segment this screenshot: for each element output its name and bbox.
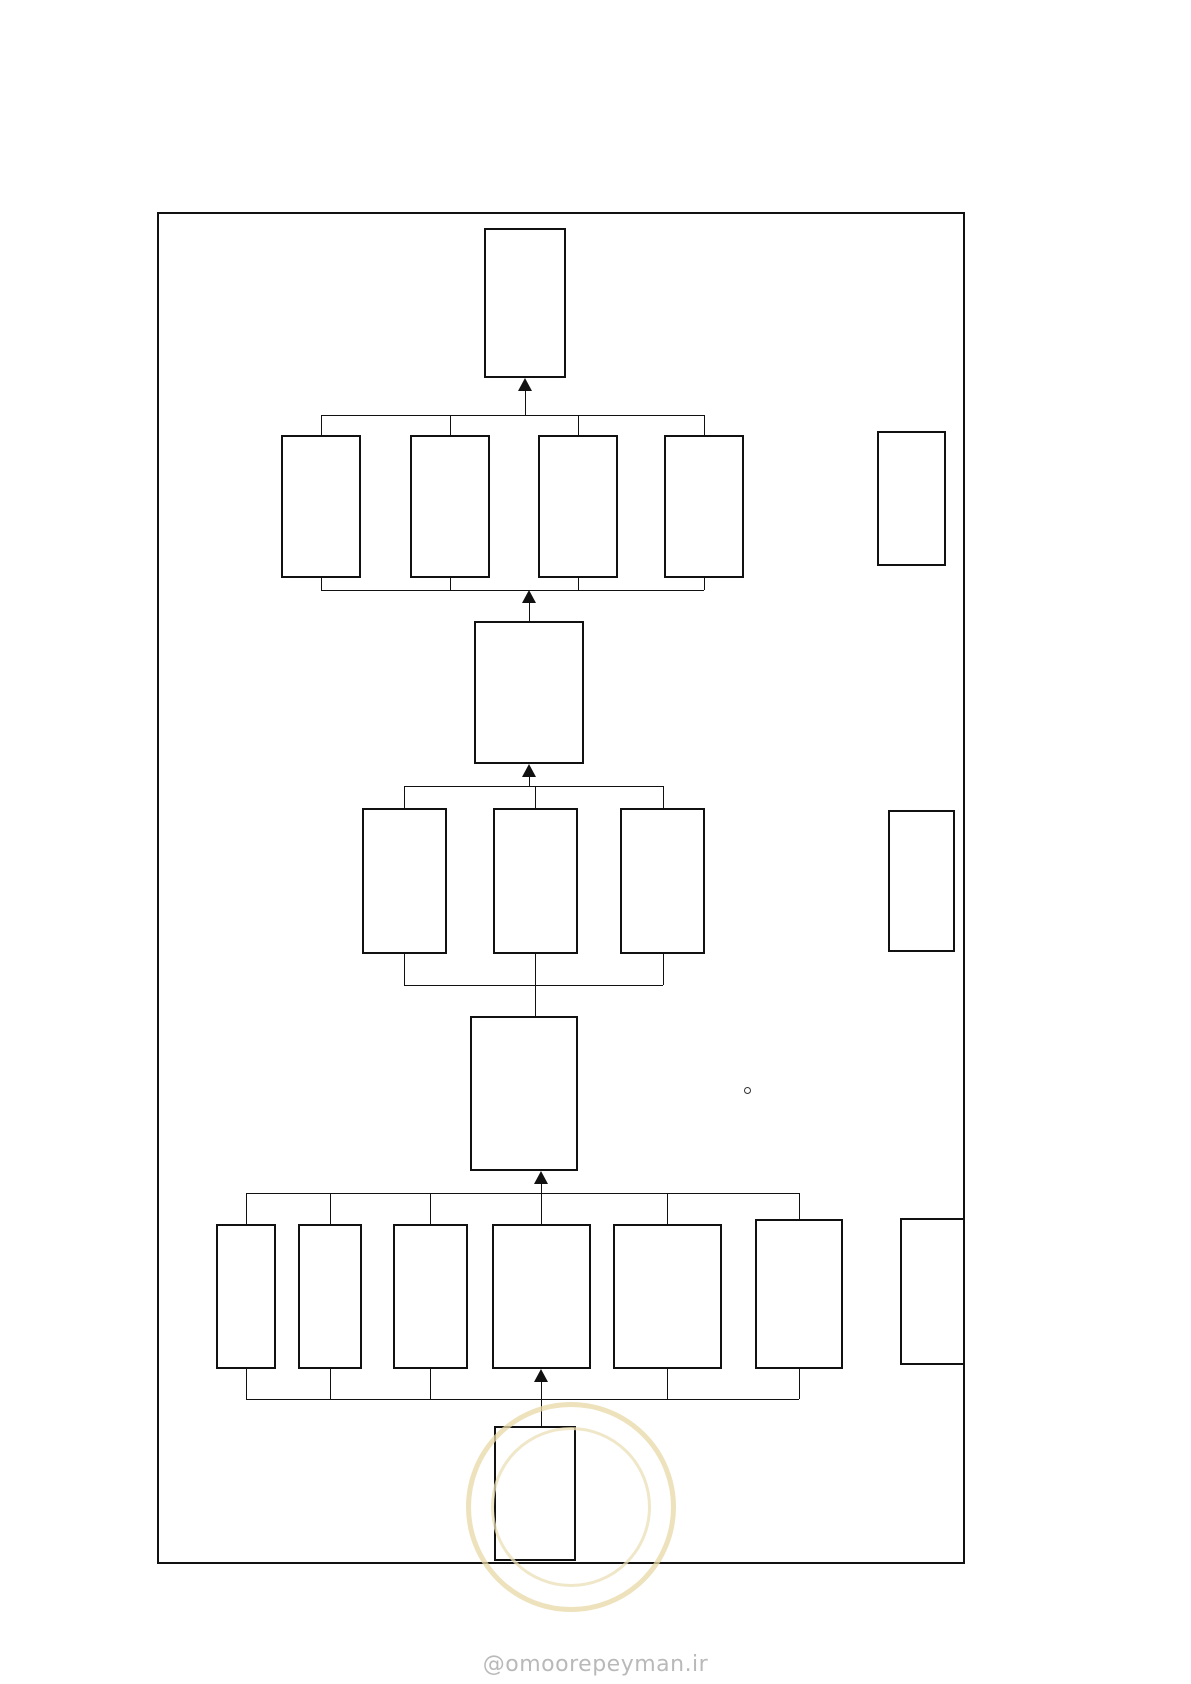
stray-dot — [744, 1087, 751, 1094]
report-box — [484, 228, 566, 378]
summary2-box — [474, 621, 584, 764]
connector-b1-bot — [799, 1369, 800, 1399]
connector-b3-bot — [541, 1382, 542, 1426]
connector-b1-top — [799, 1193, 800, 1219]
connector-c4-top — [321, 415, 322, 435]
basic-box-1 — [755, 1219, 843, 1369]
summary1-box — [470, 1016, 578, 1171]
method-box-2 — [493, 808, 578, 954]
connector-c1-bot — [704, 578, 705, 590]
connector-c4-bot — [321, 578, 322, 590]
connector-b6-top — [246, 1193, 247, 1224]
connector-b2-top — [667, 1193, 668, 1224]
arrow-criteria — [522, 590, 536, 603]
watermark-seal — [466, 1402, 676, 1612]
connector-m2-bot — [535, 954, 536, 1016]
arrow-report — [518, 378, 532, 391]
connector-c3-bot — [450, 578, 451, 590]
criteria-box-3 — [410, 435, 490, 578]
watermark-seal-inner — [491, 1427, 651, 1587]
stage-label-bottom — [900, 1218, 965, 1365]
connector-m1-bot — [663, 954, 664, 985]
connector-b6-bot — [246, 1369, 247, 1399]
connector-methods-top — [404, 786, 663, 787]
connector-c2-bot — [578, 578, 579, 590]
connector-m2-top — [535, 786, 536, 808]
stage-label-middle — [888, 810, 955, 952]
arrow-summary2 — [522, 764, 536, 777]
basic-box-5 — [298, 1224, 362, 1369]
connector-summary2-in — [529, 777, 530, 786]
method-box-3 — [362, 808, 447, 954]
connector-criteria-bottom — [321, 590, 704, 591]
criteria-box-4 — [281, 435, 361, 578]
connector-c3-top — [450, 415, 451, 435]
connector-b4-top — [430, 1193, 431, 1224]
connector-b3-top — [541, 1184, 542, 1224]
connector-b5-top — [330, 1193, 331, 1224]
connector-b5-bot — [330, 1369, 331, 1399]
footer-url: @omoorepeyman.ir — [482, 1652, 709, 1677]
connector-c2-top — [578, 415, 579, 435]
connector-basic-bottom — [246, 1399, 799, 1400]
arrow-basic — [534, 1369, 548, 1382]
criteria-box-1 — [664, 435, 744, 578]
connector-m3-top — [404, 786, 405, 808]
stage-label-top — [877, 431, 946, 566]
connector-b4-bot — [430, 1369, 431, 1399]
method-box-1 — [620, 808, 705, 954]
connector-m3-bot — [404, 954, 405, 985]
connector-summary2-up — [529, 603, 530, 621]
criteria-box-2 — [538, 435, 618, 578]
connector-criteria-top — [321, 415, 704, 416]
connector-c1-top — [704, 415, 705, 435]
connector-m1-top — [663, 786, 664, 808]
basic-box-2 — [613, 1224, 722, 1369]
basic-box-4 — [393, 1224, 468, 1369]
connector-report-in — [525, 391, 526, 415]
connector-basic-top — [246, 1193, 799, 1194]
basic-box-6 — [216, 1224, 276, 1369]
connector-methods-bottom — [404, 985, 663, 986]
arrow-summary1 — [534, 1171, 548, 1184]
basic-box-3 — [492, 1224, 591, 1369]
connector-b2-bot — [667, 1369, 668, 1399]
